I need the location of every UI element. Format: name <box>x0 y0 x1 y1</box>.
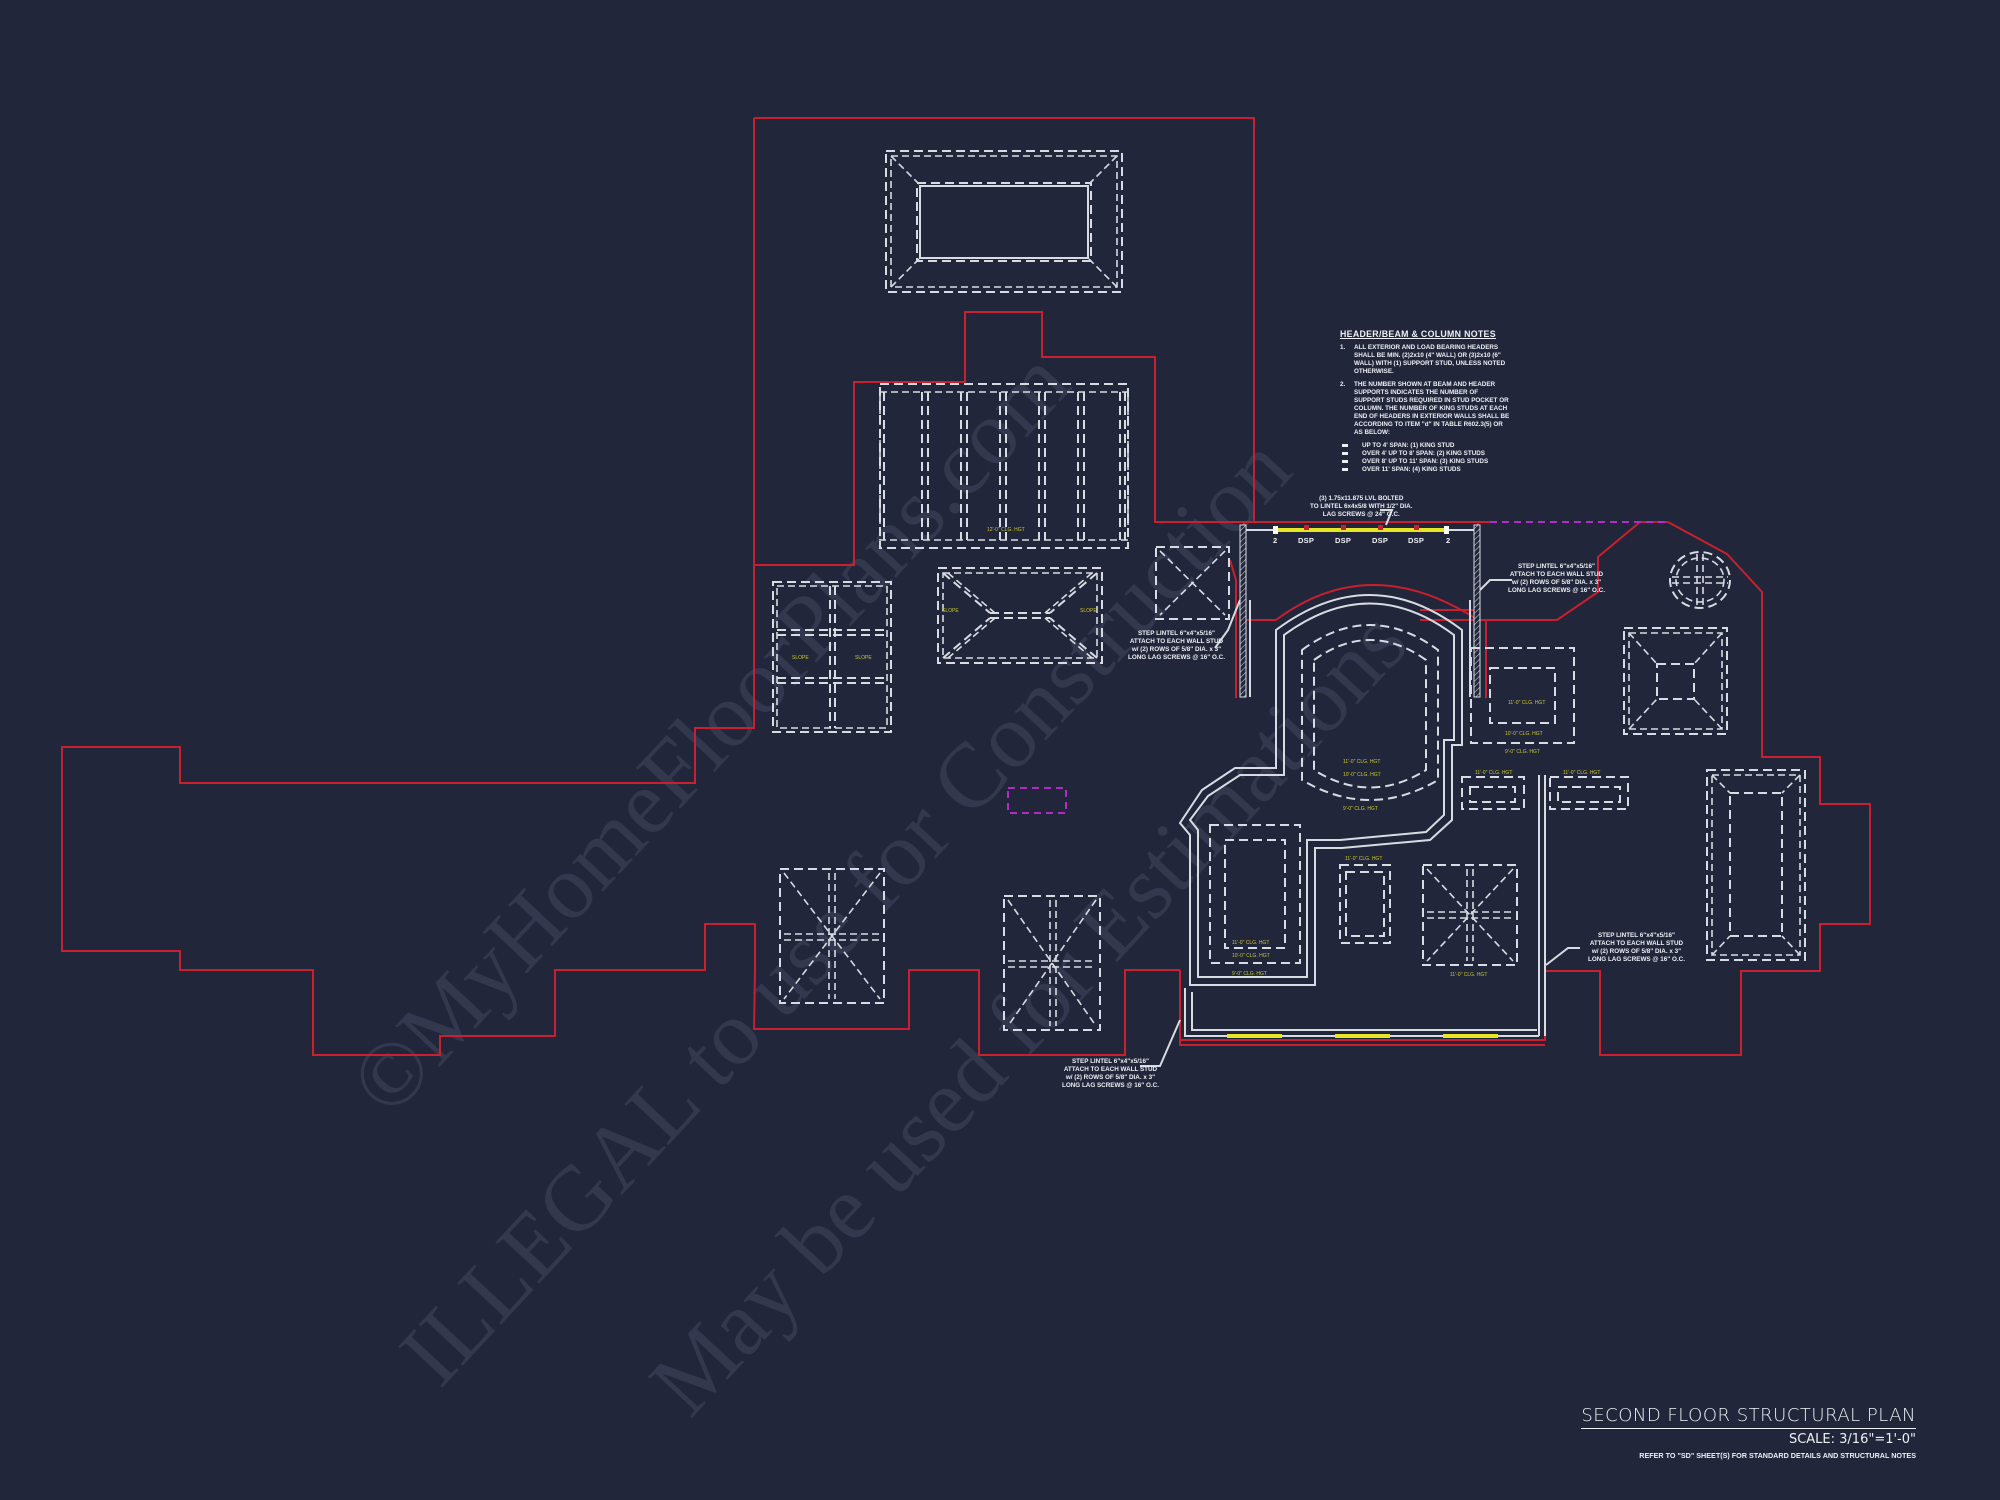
clg-height-label: 12'-0" CLG. HGT <box>987 527 1025 533</box>
callout-line: LONG LAG SCREWS @ 16" O.C. <box>1128 654 1225 661</box>
note-text: ALL EXTERIOR AND LOAD BEARING HEADERS SH… <box>1354 344 1506 375</box>
callout-line: TO LINTEL 6x4x5/8 WITH 1/2" DIA. <box>1310 503 1413 510</box>
note-bullet: OVER 8' UP TO 11' SPAN: (3) KING STUDS <box>1342 458 1510 466</box>
note-item-2: 2. THE NUMBER SHOWN AT BEAM AND HEADER S… <box>1340 381 1510 437</box>
step-lintel-callout-bottom: STEP LINTEL 6"x4"x5/16" ATTACH TO EACH W… <box>1062 1058 1159 1090</box>
callout-line: LONG LAG SCREWS @ 16" O.C. <box>1062 1082 1159 1089</box>
clg-height-label: 11'-0" CLG. HGT <box>1508 700 1545 706</box>
note-bullet: OVER 11' SPAN: (4) KING STUDS <box>1342 466 1510 474</box>
clg-height-label: 10'-0" CLG. HGT <box>1232 953 1270 959</box>
callout-line: w/ (2) ROWS OF 5/8" DIA. x 3" <box>1511 579 1602 586</box>
oval-ceiling-great-room: 11'-0" CLG. HGT 10'-0" CLG. HGT 9'-0" CL… <box>1301 624 1439 812</box>
dome-ceiling-circle <box>1669 551 1731 609</box>
note-bullet: UP TO 4' SPAN: (1) KING STUD <box>1342 442 1510 450</box>
callout-line: ATTACH TO EACH WALL STUD <box>1509 571 1604 578</box>
drawing-title: SECOND FLOOR STRUCTURAL PLAN <box>1581 1405 1916 1429</box>
callout-line: ATTACH TO EACH WALL STUD <box>1063 1066 1158 1073</box>
hidden-line-rect <box>1007 787 1067 814</box>
clg-height-label: 11'-0" CLG. HGT <box>1563 770 1600 776</box>
tray-ceiling-small-left: 11'-0" CLG. HGT <box>1461 770 1525 810</box>
hip-ceiling-center-left: SLOPE SLOPE <box>937 567 1103 664</box>
bullet-text: UP TO 4' SPAN: (1) KING STUD <box>1362 442 1455 449</box>
step-lintel-callout-upper-left: STEP LINTEL 6"x4"x5/16" ATTACH TO EACH W… <box>1128 630 1225 662</box>
hip-ceiling-lower-left <box>779 868 885 1004</box>
slope-label: SLOPE <box>792 655 809 661</box>
support-label-dsp-4: DSP <box>1408 536 1424 545</box>
hip-ceiling-small-square <box>1155 546 1230 620</box>
slope-label: SLOPE <box>855 655 872 661</box>
clg-height-label: 10'-0" CLG. HGT <box>1343 772 1381 778</box>
watermarks: ©MyHomeFloorPlans.com ILLEGAL to use for… <box>330 331 1426 1434</box>
step-lintel-callout-lower-right: STEP LINTEL 6"x4"x5/16" ATTACH TO EACH W… <box>1588 932 1685 964</box>
callout-line: STEP LINTEL 6"x4"x5/16" <box>1597 932 1675 939</box>
clg-height-label: 11'-0" CLG. HGT <box>1345 856 1382 862</box>
drawing-scale: SCALE: 3/16"=1'-0" <box>1788 1432 1916 1447</box>
slope-label: SLOPE <box>942 608 959 614</box>
callout-line: LONG LAG SCREWS @ 16" O.C. <box>1508 587 1605 594</box>
clg-height-label: 11'-0" CLG. HGT <box>1343 759 1380 765</box>
note-item-1: 1. ALL EXTERIOR AND LOAD BEARING HEADERS… <box>1340 344 1510 376</box>
clg-height-label: 11'-0" CLG. HGT <box>1232 940 1269 946</box>
clg-height-label: 9'-0" CLG. HGT <box>1232 971 1267 977</box>
grid-ceiling-left: SLOPE SLOPE <box>772 581 892 733</box>
header-beam-column-notes: HEADER/BEAM & COLUMN NOTES 1. ALL EXTERI… <box>1340 330 1510 474</box>
tray-ceiling-top <box>885 150 1123 293</box>
note-number: 1. <box>1340 344 1346 351</box>
tray-ceiling-lower-study: 11'-0" CLG. HGT 10'-0" CLG. HGT 9'-0" CL… <box>1209 824 1301 977</box>
callout-line: w/ (2) ROWS OF 5/8" DIA. x 3" <box>1591 948 1682 955</box>
slope-label: SLOPE <box>1080 608 1097 614</box>
hip-ceiling-right-square <box>1623 627 1728 735</box>
support-label-dsp-3: DSP <box>1372 536 1388 545</box>
support-label-dsp-2: DSP <box>1335 536 1351 545</box>
note-text: THE NUMBER SHOWN AT BEAM AND HEADER SUPP… <box>1354 381 1510 436</box>
callout-line: STEP LINTEL 6"x4"x5/16" <box>1517 563 1595 570</box>
lvl-beam-header: 2 DSP DSP DSP DSP 2 <box>1239 524 1481 698</box>
title-block: SECOND FLOOR STRUCTURAL PLAN SCALE: 3/16… <box>1581 1405 1916 1460</box>
drawing-reference-note: REFER TO "SD" SHEET(S) FOR STANDARD DETA… <box>1639 1451 1916 1460</box>
note-number: 2. <box>1340 381 1346 388</box>
callout-leaders <box>1140 509 1580 1067</box>
callout-line: (3) 1.75x11.875 LVL BOLTED <box>1319 495 1404 502</box>
tray-ceiling-right-center: 11'-0" CLG. HGT 10'-0" CLG. HGT 9'-0" CL… <box>1470 647 1575 755</box>
clg-height-label: 9'-0" CLG. HGT <box>1505 749 1540 755</box>
callout-line: LAG SCREWS @ 24" O.C. <box>1322 511 1400 518</box>
note-bullet: OVER 4' UP TO 8' SPAN: (2) KING STUDS <box>1342 450 1510 458</box>
tray-ceiling-small-right: 11'-0" CLG. HGT <box>1549 770 1629 810</box>
callout-line: w/ (2) ROWS OF 5/8" DIA. x 3" <box>1131 646 1222 653</box>
support-label-dsp-1: DSP <box>1298 536 1314 545</box>
tray-ceiling-right-tall <box>1706 769 1806 961</box>
clg-height-label: 9'-0" CLG. HGT <box>1343 806 1378 812</box>
support-label-end-left: 2 <box>1273 536 1277 545</box>
callout-line: STEP LINTEL 6"x4"x5/16" <box>1071 1058 1149 1065</box>
clg-height-label: 11'-0" CLG. HGT <box>1450 972 1487 978</box>
support-label-end-right: 2 <box>1446 536 1450 545</box>
coffered-ceiling: 12'-0" CLG. HGT <box>879 383 1129 549</box>
exterior-wall-outline <box>61 117 1871 1056</box>
interior-walls <box>1178 594 1546 1038</box>
clg-height-label: 10'-0" CLG. HGT <box>1505 731 1543 737</box>
bullet-text: OVER 8' UP TO 11' SPAN: (3) KING STUDS <box>1362 458 1489 465</box>
bullet-text: OVER 4' UP TO 8' SPAN: (2) KING STUDS <box>1362 450 1486 457</box>
callout-line: ATTACH TO EACH WALL STUD <box>1129 638 1224 645</box>
callout-line: LONG LAG SCREWS @ 16" O.C. <box>1588 956 1685 963</box>
tray-ceiling-lower-small: 11'-0" CLG. HGT <box>1339 856 1391 944</box>
callout-line: w/ (2) ROWS OF 5/8" DIA. x 3" <box>1065 1074 1156 1081</box>
notes-heading: HEADER/BEAM & COLUMN NOTES <box>1340 329 1496 339</box>
bullet-text: OVER 11' SPAN: (4) KING STUDS <box>1362 466 1461 473</box>
lvl-beam-callout: (3) 1.75x11.875 LVL BOLTED TO LINTEL 6x4… <box>1310 495 1412 519</box>
callout-line: ATTACH TO EACH WALL STUD <box>1589 940 1684 947</box>
hip-ceiling-lower-right: 11'-0" CLG. HGT <box>1422 864 1518 978</box>
hip-ceiling-lower-center <box>1003 895 1101 1031</box>
step-lintel-callout-upper-right: STEP LINTEL 6"x4"x5/16" ATTACH TO EACH W… <box>1508 563 1605 595</box>
clg-height-label: 11'-0" CLG. HGT <box>1475 770 1512 776</box>
callout-line: STEP LINTEL 6"x4"x5/16" <box>1137 630 1215 637</box>
